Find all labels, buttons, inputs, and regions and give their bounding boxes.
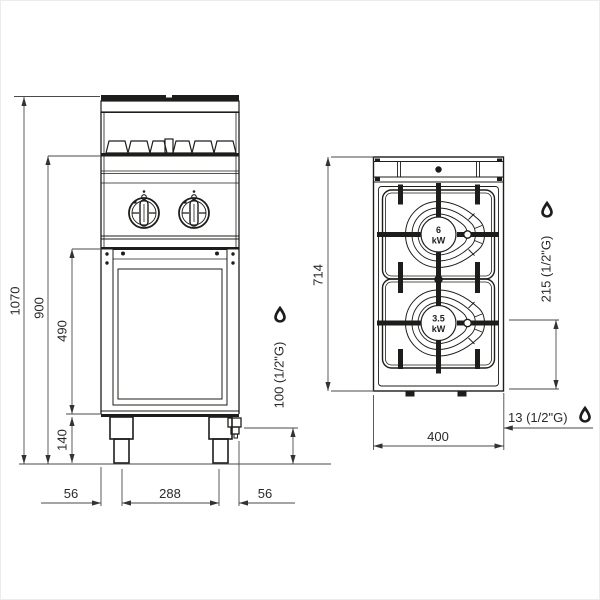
gas-drop-icon [541, 200, 553, 218]
extension-lines-gas-depth [509, 319, 559, 390]
gas-inlet-fitting [227, 417, 242, 439]
leg-foot [212, 438, 229, 464]
dim-depth: 714 [310, 157, 331, 391]
burner-power-unit: kW [432, 324, 446, 334]
svg-text:288: 288 [159, 486, 181, 501]
panel-bottom-lines [101, 235, 239, 240]
svg-text:56: 56 [64, 486, 78, 501]
burner-6kw [404, 200, 485, 269]
leg-foot [113, 438, 130, 464]
top-view: 6 kW 3.5 kW [372, 156, 505, 397]
top-rim [100, 100, 240, 113]
svg-text:13 (1/2"G): 13 (1/2"G) [508, 410, 568, 425]
adjustable-legs [109, 416, 233, 464]
dim-foot-offset-left: 56 [41, 486, 101, 506]
svg-text:100 (1/2"G): 100 (1/2"G) [271, 342, 286, 409]
screw [105, 261, 109, 265]
burner-grate-profile [105, 138, 237, 154]
svg-text:900: 900 [31, 297, 46, 319]
cabinet-top-edge [101, 247, 239, 250]
body-sides [100, 112, 240, 414]
plan-outline [372, 156, 505, 392]
pan-support-bars [377, 183, 499, 374]
dim-gas-side-offset: 13 (1/2"G) [503, 405, 593, 431]
svg-text:714: 714 [310, 264, 325, 286]
svg-text:490: 490 [54, 320, 69, 342]
burner-power-label: 3.5 [432, 314, 445, 324]
dim-base-height: 490 [54, 249, 75, 414]
dim-gas-height: 100 (1/2"G) [271, 305, 296, 464]
control-knob-left [128, 190, 160, 229]
svg-text:56: 56 [258, 486, 272, 501]
dim-worktop-height: 900 [31, 156, 51, 464]
pilot-light-right [191, 194, 197, 200]
plan-foot-tab [405, 391, 415, 397]
extension-lines-feet [100, 441, 240, 506]
backsplash-top [374, 158, 503, 183]
adjustable-leg [109, 416, 134, 440]
extension-lines-width [373, 393, 505, 450]
igniter [463, 230, 472, 239]
burner-power-unit: kW [432, 236, 446, 246]
front-top-band [101, 95, 239, 101]
cabinet-door [105, 249, 235, 406]
gas-drop-icon [274, 305, 286, 323]
pilot-light-left [141, 194, 147, 200]
control-panel [128, 190, 210, 229]
dim-total-height: 1070 [7, 96, 27, 464]
cabinet-bottom-edge [101, 414, 239, 417]
dim-foot-offset-right: 56 [239, 486, 295, 506]
front-trim-lines [101, 170, 239, 184]
burner-power-label: 6 [436, 225, 441, 235]
burner-3-5kw [404, 289, 485, 357]
svg-text:140: 140 [54, 429, 69, 451]
screw [231, 261, 235, 265]
svg-text:400: 400 [427, 429, 449, 444]
control-knob-right [178, 190, 210, 229]
plan-foot-tab [457, 391, 467, 397]
front-view [100, 95, 242, 464]
screw [231, 252, 235, 256]
svg-text:1070: 1070 [7, 287, 22, 316]
gas-drop-icon [579, 405, 591, 423]
dimensions: 1070 900 490 140 56 [7, 96, 593, 506]
screw [105, 252, 109, 256]
worktop-edge [101, 153, 239, 157]
body-inner-sides [103, 112, 237, 248]
svg-text:215 (1/2"G): 215 (1/2"G) [538, 236, 553, 303]
screw [121, 251, 125, 256]
dim-width: 400 [373, 429, 504, 449]
extension-lines-depth [331, 156, 374, 392]
dim-leg-height: 140 [54, 417, 75, 463]
screw [215, 251, 219, 256]
igniter [463, 318, 472, 328]
dim-foot-spacing: 288 [122, 486, 219, 506]
front-top-band-notch [166, 95, 172, 98]
dim-gas-depth: 215 (1/2"G) [538, 200, 559, 389]
extension-line-cabinet [66, 248, 101, 415]
